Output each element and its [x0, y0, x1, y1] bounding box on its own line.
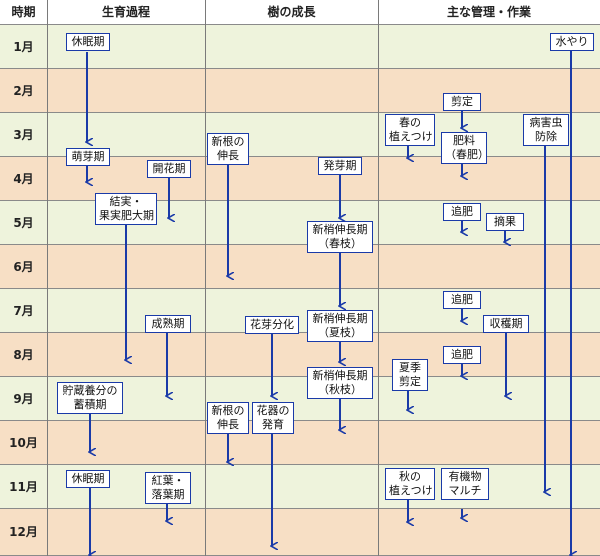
label-kaki-sentei: 夏季 剪定: [392, 359, 428, 391]
label-shinsho-spring: 新梢伸長期 （春枝）: [307, 221, 373, 253]
month-label: 9月: [13, 392, 34, 406]
month-label: 8月: [13, 348, 34, 362]
label-ketsujitsu-line2: 果実肥大期: [99, 209, 154, 222]
label-kaki-sentei-line2: 剪定: [399, 375, 421, 388]
month-row: [0, 69, 600, 113]
month-row: [0, 245, 600, 289]
label-koyo-line1: 紅葉・: [151, 474, 185, 487]
label-byogai-line2: 防除: [535, 130, 557, 143]
month-label: 12月: [9, 525, 38, 539]
month-label: 6月: [13, 260, 34, 274]
month-row: [0, 333, 600, 377]
divider-growth: [205, 0, 206, 556]
label-shinkon2-line1: 新根の: [211, 404, 245, 417]
label-shinsho-summer-line2: （夏枝）: [318, 326, 362, 339]
header-row: [0, 0, 600, 25]
label-aki-ue-line1: 秋の: [399, 470, 421, 483]
label-shinsho-autumn: 新梢伸長期 （秋枝）: [307, 367, 373, 399]
label-kagabunka: 花芽分化: [245, 316, 299, 334]
label-haru-ue: 春の 植えつけ: [385, 114, 435, 146]
label-aki-ue-line2: 植えつけ: [389, 484, 433, 497]
label-shinsho-autumn-line1: 新梢伸長期: [312, 369, 368, 382]
label-ketsujitsu-line1: 結実・: [109, 195, 143, 208]
label-kaki-sentei-line1: 夏季: [399, 361, 421, 374]
label-chozo-line1: 貯蔵養分の: [62, 384, 118, 397]
label-koyo: 紅葉・ 落葉期: [145, 472, 191, 504]
label-byogai: 病害虫 防除: [523, 114, 569, 146]
header-tree: 樹の成長: [267, 5, 316, 19]
label-kaika: 開花期: [147, 160, 191, 178]
label-kaki-line2: 発育: [262, 418, 284, 431]
month-label: 10月: [9, 436, 38, 450]
label-tsuihi3: 追肥: [443, 346, 481, 364]
label-yuki-line2: マルチ: [448, 484, 482, 497]
month-label: 7月: [13, 304, 34, 318]
label-shukaku: 収穫期: [483, 315, 529, 333]
month-label: 2月: [13, 84, 34, 98]
label-ketsujitsu: 結実・ 果実肥大期: [95, 193, 157, 225]
month-label: 11月: [9, 480, 38, 494]
label-kyuminki: 休眠期: [66, 33, 110, 51]
label-yuki: 有機物 マルチ: [441, 468, 489, 500]
label-shinkon-line2: 伸長: [217, 149, 239, 162]
label-kyuminki2: 休眠期: [66, 470, 110, 488]
label-shinsho-autumn-line2: （秋枝）: [318, 383, 362, 396]
label-shinsho-summer: 新梢伸長期 （夏枝）: [307, 310, 373, 342]
header-period: 時期: [11, 5, 36, 19]
label-shinsho-spring-line2: （春枝）: [318, 237, 362, 250]
label-kaki-line1: 花器の: [256, 404, 290, 417]
label-shinkon-line1: 新根の: [211, 135, 245, 148]
label-hiryo: 肥料 （春肥）: [441, 132, 489, 164]
label-aki-ue: 秋の 植えつけ: [385, 468, 435, 500]
label-kaki: 花器の 発育: [252, 402, 294, 434]
label-haru-ue-line1: 春の: [399, 116, 421, 129]
label-shinkon2-line2: 伸長: [217, 418, 239, 431]
label-chozo: 貯蔵養分の 蓄積期: [57, 382, 123, 414]
label-shinkon: 新根の 伸長: [207, 133, 249, 165]
label-mizuyari: 水やり: [550, 33, 594, 51]
label-houga: 萌芽期: [66, 148, 110, 166]
month-label: 4月: [13, 172, 34, 186]
divider-tree: [378, 0, 379, 556]
label-shinsho-spring-line1: 新梢伸長期: [312, 223, 368, 236]
month-row: [0, 421, 600, 465]
label-shinkon2: 新根の 伸長: [207, 402, 249, 434]
label-tsuihi1: 追肥: [443, 203, 481, 221]
label-hiryo-line2: （春肥）: [445, 148, 489, 161]
label-shinsho-summer-line1: 新梢伸長期: [312, 312, 368, 325]
label-tekika: 摘果: [486, 213, 524, 231]
label-byogai-line1: 病害虫: [529, 116, 563, 129]
label-koyo-line2: 落葉期: [151, 488, 185, 501]
label-seijuku: 成熟期: [145, 315, 191, 333]
month-label: 1月: [13, 40, 34, 54]
label-hatsuga: 発芽期: [318, 157, 362, 175]
month-label: 5月: [13, 216, 34, 230]
label-tsuihi2: 追肥: [443, 291, 481, 309]
label-yuki-line1: 有機物: [448, 470, 482, 483]
label-hiryo-line1: 肥料: [453, 134, 475, 147]
header-growth: 生育過程: [101, 5, 150, 19]
label-sentei: 剪定: [443, 93, 481, 111]
header-management: 主な管理・作業: [446, 5, 531, 19]
label-chozo-line2: 蓄積期: [73, 398, 107, 411]
divider-period: [47, 0, 48, 556]
label-haru-ue-line2: 植えつけ: [389, 130, 433, 143]
month-label: 3月: [13, 128, 34, 142]
